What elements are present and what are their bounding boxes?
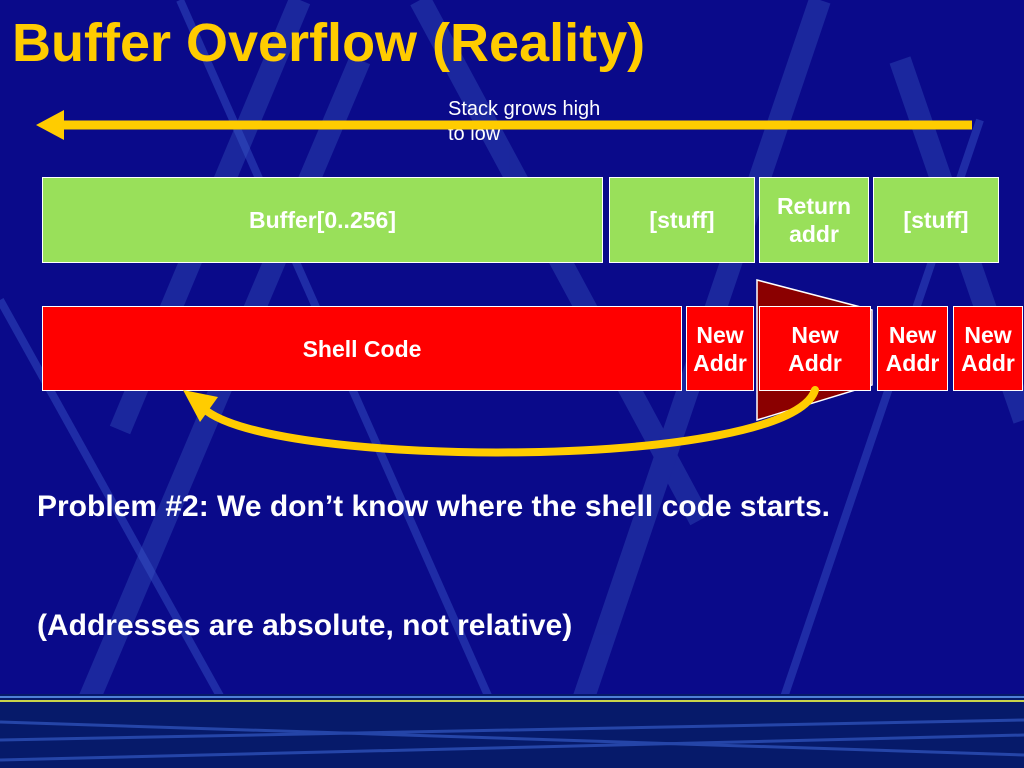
new-addr-block-2: New Addr	[759, 306, 871, 391]
stuff-label-1: [stuff]	[649, 207, 715, 233]
problem-text: Problem #2: We don’t know where the shel…	[37, 490, 830, 523]
shell-code-label: Shell Code	[302, 335, 422, 362]
stuff-label-2: [stuff]	[903, 207, 969, 233]
stuff-block-1: [stuff]	[609, 177, 755, 263]
new-addr-label-2: New Addr	[788, 321, 842, 376]
return-addr-block: Return addr	[759, 177, 869, 263]
shell-code-block: Shell Code	[42, 306, 682, 391]
buffer-label: Buffer[0..256]	[249, 207, 396, 233]
new-addr-block-3: New Addr	[877, 306, 948, 391]
new-addr-label-4: New Addr	[961, 321, 1015, 376]
slide-title: Buffer Overflow (Reality)	[12, 13, 646, 73]
return-addr-label: Return addr	[776, 193, 852, 247]
new-addr-block-1: New Addr	[686, 306, 754, 391]
new-addr-block-4: New Addr	[953, 306, 1023, 391]
new-addr-label-1: New Addr	[693, 321, 747, 376]
stuff-block-2: [stuff]	[873, 177, 999, 263]
buffer-block: Buffer[0..256]	[42, 177, 603, 263]
new-addr-label-3: New Addr	[885, 321, 940, 376]
note-text: (Addresses are absolute, not relative)	[37, 609, 573, 642]
